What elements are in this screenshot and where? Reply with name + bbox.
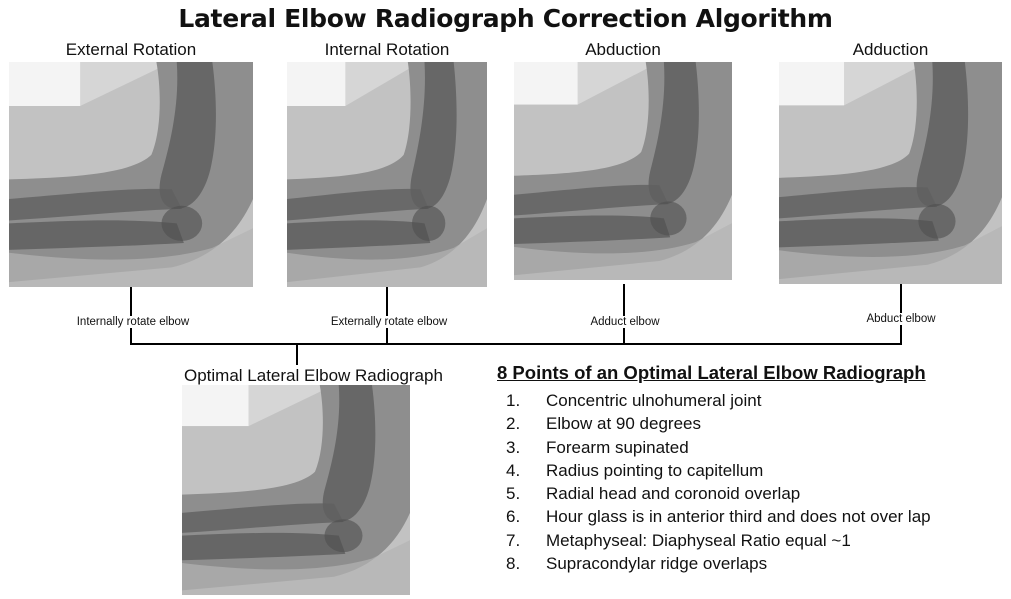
- point-text: Radius pointing to capitellum: [546, 461, 763, 480]
- radiograph-internal-rotation: [287, 62, 487, 287]
- point-text: Supracondylar ridge overlaps: [546, 554, 767, 573]
- list-item: 1.Concentric ulnohumeral joint: [506, 389, 931, 412]
- points-heading: 8 Points of an Optimal Lateral Elbow Rad…: [497, 362, 926, 384]
- action-abduct: Abduct elbow: [850, 313, 952, 325]
- action-internally-rotate: Internally rotate elbow: [40, 316, 226, 328]
- action-adduct: Adduct elbow: [574, 316, 676, 328]
- label-external-rotation: External Rotation: [9, 40, 253, 60]
- point-text: Forearm supinated: [546, 438, 689, 457]
- radiograph-abduction: [514, 62, 732, 280]
- point-number: 1.: [506, 389, 546, 412]
- label-internal-rotation: Internal Rotation: [287, 40, 487, 60]
- list-item: 6.Hour glass is in anterior third and do…: [506, 505, 931, 528]
- point-text: Concentric ulnohumeral joint: [546, 391, 761, 410]
- point-text: Elbow at 90 degrees: [546, 414, 701, 433]
- point-number: 8.: [506, 552, 546, 575]
- connector-abduction: [623, 284, 625, 345]
- connector-horizontal: [130, 343, 902, 345]
- list-item: 8.Supracondylar ridge overlaps: [506, 552, 931, 575]
- radiograph-optimal: [182, 385, 410, 595]
- point-text: Metaphyseal: Diaphyseal Ratio equal ~1: [546, 531, 851, 550]
- point-number: 5.: [506, 482, 546, 505]
- list-item: 5.Radial head and coronoid overlap: [506, 482, 931, 505]
- list-item: 2.Elbow at 90 degrees: [506, 412, 931, 435]
- radiograph-adduction: [779, 62, 1002, 284]
- label-abduction: Abduction: [514, 40, 732, 60]
- point-text: Radial head and coronoid overlap: [546, 484, 800, 503]
- point-number: 7.: [506, 529, 546, 552]
- action-externally-rotate: Externally rotate elbow: [317, 316, 461, 328]
- list-item: 4.Radius pointing to capitellum: [506, 459, 931, 482]
- diagram-title: Lateral Elbow Radiograph Correction Algo…: [0, 4, 1011, 33]
- point-number: 3.: [506, 436, 546, 459]
- radiograph-external-rotation: [9, 62, 253, 287]
- point-number: 2.: [506, 412, 546, 435]
- point-number: 6.: [506, 505, 546, 528]
- optimal-label: Optimal Lateral Elbow Radiograph: [184, 366, 443, 386]
- connector-optimal: [296, 343, 298, 365]
- points-list: 1.Concentric ulnohumeral joint 2.Elbow a…: [506, 389, 931, 575]
- list-item: 3.Forearm supinated: [506, 436, 931, 459]
- list-item: 7.Metaphyseal: Diaphyseal Ratio equal ~1: [506, 529, 931, 552]
- point-text: Hour glass is in anterior third and does…: [546, 507, 931, 526]
- label-adduction: Adduction: [779, 40, 1002, 60]
- point-number: 4.: [506, 459, 546, 482]
